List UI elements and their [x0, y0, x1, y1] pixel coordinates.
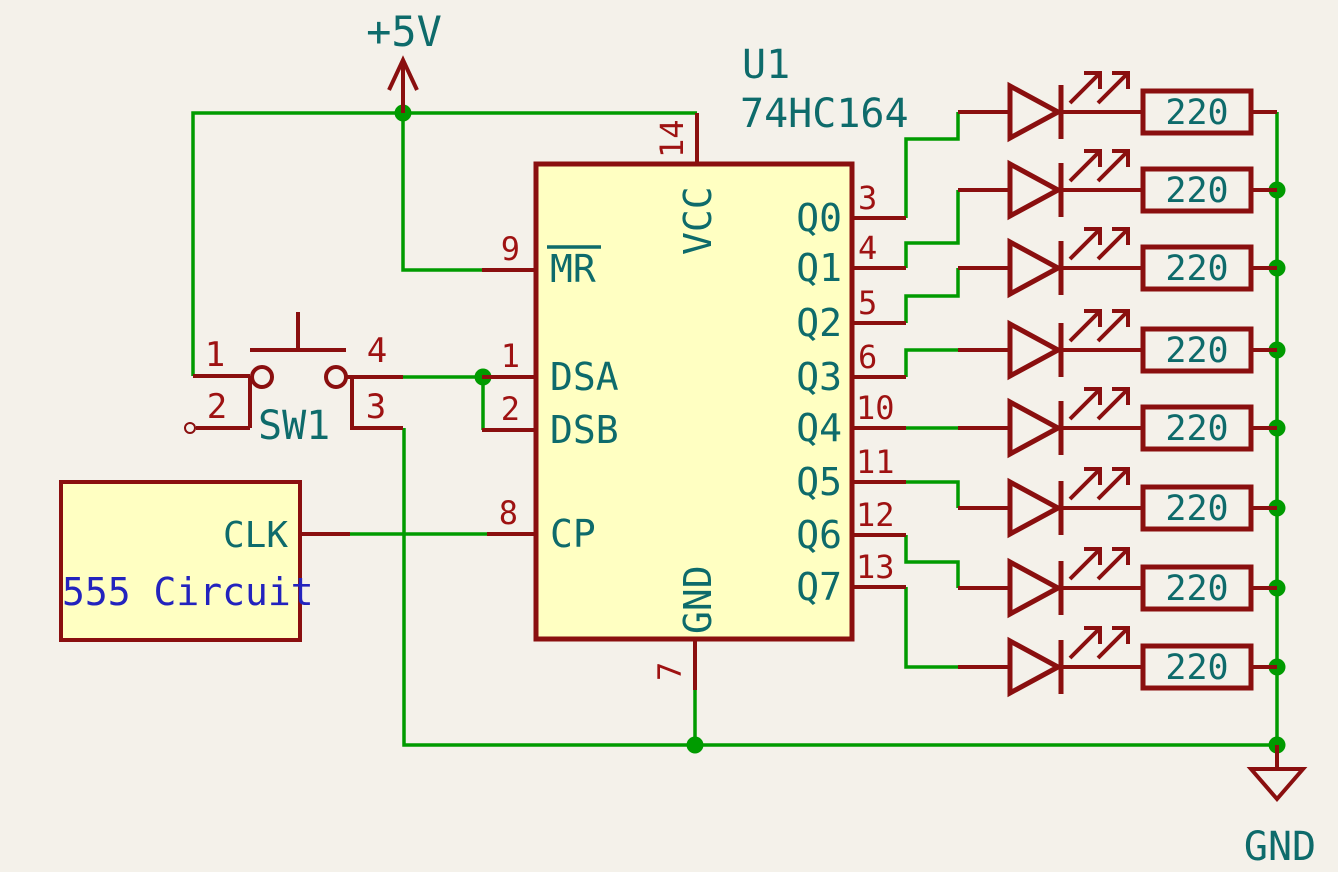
wire-q3-led4[interactable] — [904, 348, 958, 377]
pin-name-dsb: DSB — [550, 408, 619, 452]
sw1-contact-left — [250, 365, 274, 389]
pin-name-cp: CP — [550, 512, 596, 556]
wire-5v-to-mr[interactable] — [401, 113, 482, 272]
junction-dot — [686, 736, 704, 754]
pin-number-12: 12 — [856, 496, 895, 534]
wire-q5-led6[interactable] — [906, 480, 960, 508]
wire-q0-led1[interactable] — [904, 112, 960, 218]
pin-number-7: 7 — [651, 662, 689, 681]
power-5v-label: +5V — [366, 7, 442, 56]
sw1-pin-number-3: 3 — [366, 387, 386, 427]
ic-value: 74HC164 — [740, 91, 909, 137]
pin-name-mr: MR — [550, 247, 596, 291]
pin-number-9: 9 — [501, 230, 520, 268]
resistor-6-value: 220 — [1165, 489, 1228, 529]
gnd-label: GND — [1244, 824, 1316, 870]
resistor-3-value: 220 — [1165, 249, 1228, 289]
pin-name-q6: Q6 — [796, 513, 842, 557]
wire-q6-led7[interactable] — [904, 535, 960, 588]
junction-dots — [394, 104, 1286, 754]
ic-74hc164[interactable]: U1 74HC164 14 7 9 1 2 8 3 4 5 6 10 11 12… — [482, 42, 909, 690]
sw1-right-leads — [346, 375, 403, 430]
pin-number-1: 1 — [501, 337, 520, 375]
pin-name-gnd: GND — [676, 565, 720, 634]
pin-name-q1: Q1 — [796, 246, 842, 290]
resistor-5-value: 220 — [1165, 409, 1228, 449]
pin-name-q0: Q0 — [796, 196, 842, 240]
pin-number-13: 13 — [856, 548, 895, 586]
pin-number-11: 11 — [856, 443, 895, 481]
pin-number-8: 8 — [499, 494, 518, 532]
power-symbol-gnd[interactable]: GND — [1244, 745, 1316, 870]
pin-number-5: 5 — [858, 284, 877, 322]
resistor-8-value: 220 — [1165, 648, 1228, 688]
gnd-triangle-icon — [1246, 745, 1308, 803]
clk-pin-label: CLK — [223, 515, 288, 556]
pin-name-q7: Q7 — [796, 565, 842, 609]
resistor-4-value: 220 — [1165, 331, 1228, 371]
push-button-sw1[interactable]: 1 2 4 3 SW1 — [184, 312, 403, 449]
pin-number-14: 14 — [653, 119, 691, 158]
sw1-left-leads — [193, 374, 252, 430]
pin-number-10: 10 — [856, 389, 895, 427]
pin-number-3: 3 — [858, 179, 877, 217]
clock-box-body[interactable] — [59, 480, 302, 642]
pin-name-vcc: VCC — [676, 186, 720, 255]
ic-pins — [482, 113, 906, 690]
sw1-unconnected-pin-icon — [184, 422, 196, 434]
resistor-1-value: 220 — [1165, 93, 1228, 133]
sw1-reference: SW1 — [258, 403, 330, 449]
power-arrow-icon — [387, 55, 419, 113]
pin-name-q3: Q3 — [796, 355, 842, 399]
sw1-pin-number-2: 2 — [207, 387, 227, 427]
pin-name-q5: Q5 — [796, 460, 842, 504]
clock-source-555[interactable]: CLK 555 Circuit — [59, 480, 350, 642]
pin-name-q4: Q4 — [796, 406, 842, 450]
wire-q7-led8[interactable] — [904, 587, 958, 669]
wire-q1-led2[interactable] — [904, 190, 960, 268]
pin-number-4: 4 — [858, 229, 877, 267]
sw1-pin-number-1: 1 — [205, 335, 225, 375]
sw1-pin-number-4: 4 — [367, 331, 387, 371]
wire-vcc-top-rail[interactable] — [191, 111, 697, 376]
resistor-column: 220 220 220 220 220 220 220 220 — [1143, 91, 1277, 688]
wire-group — [191, 111, 1279, 747]
clock-box-value: 555 Circuit — [62, 570, 314, 614]
pin-number-6: 6 — [858, 338, 877, 376]
pin-name-q2: Q2 — [796, 301, 842, 345]
sw1-actuator — [250, 312, 346, 352]
pin-number-2: 2 — [501, 390, 520, 428]
power-symbol-5v[interactable]: +5V — [366, 7, 442, 113]
wire-q2-led3[interactable] — [904, 268, 960, 323]
pin-name-dsa: DSA — [550, 355, 619, 399]
ic-reference: U1 — [742, 42, 790, 88]
resistor-2-value: 220 — [1165, 171, 1228, 211]
resistor-7-value: 220 — [1165, 569, 1228, 609]
ic-body[interactable] — [533, 161, 855, 642]
